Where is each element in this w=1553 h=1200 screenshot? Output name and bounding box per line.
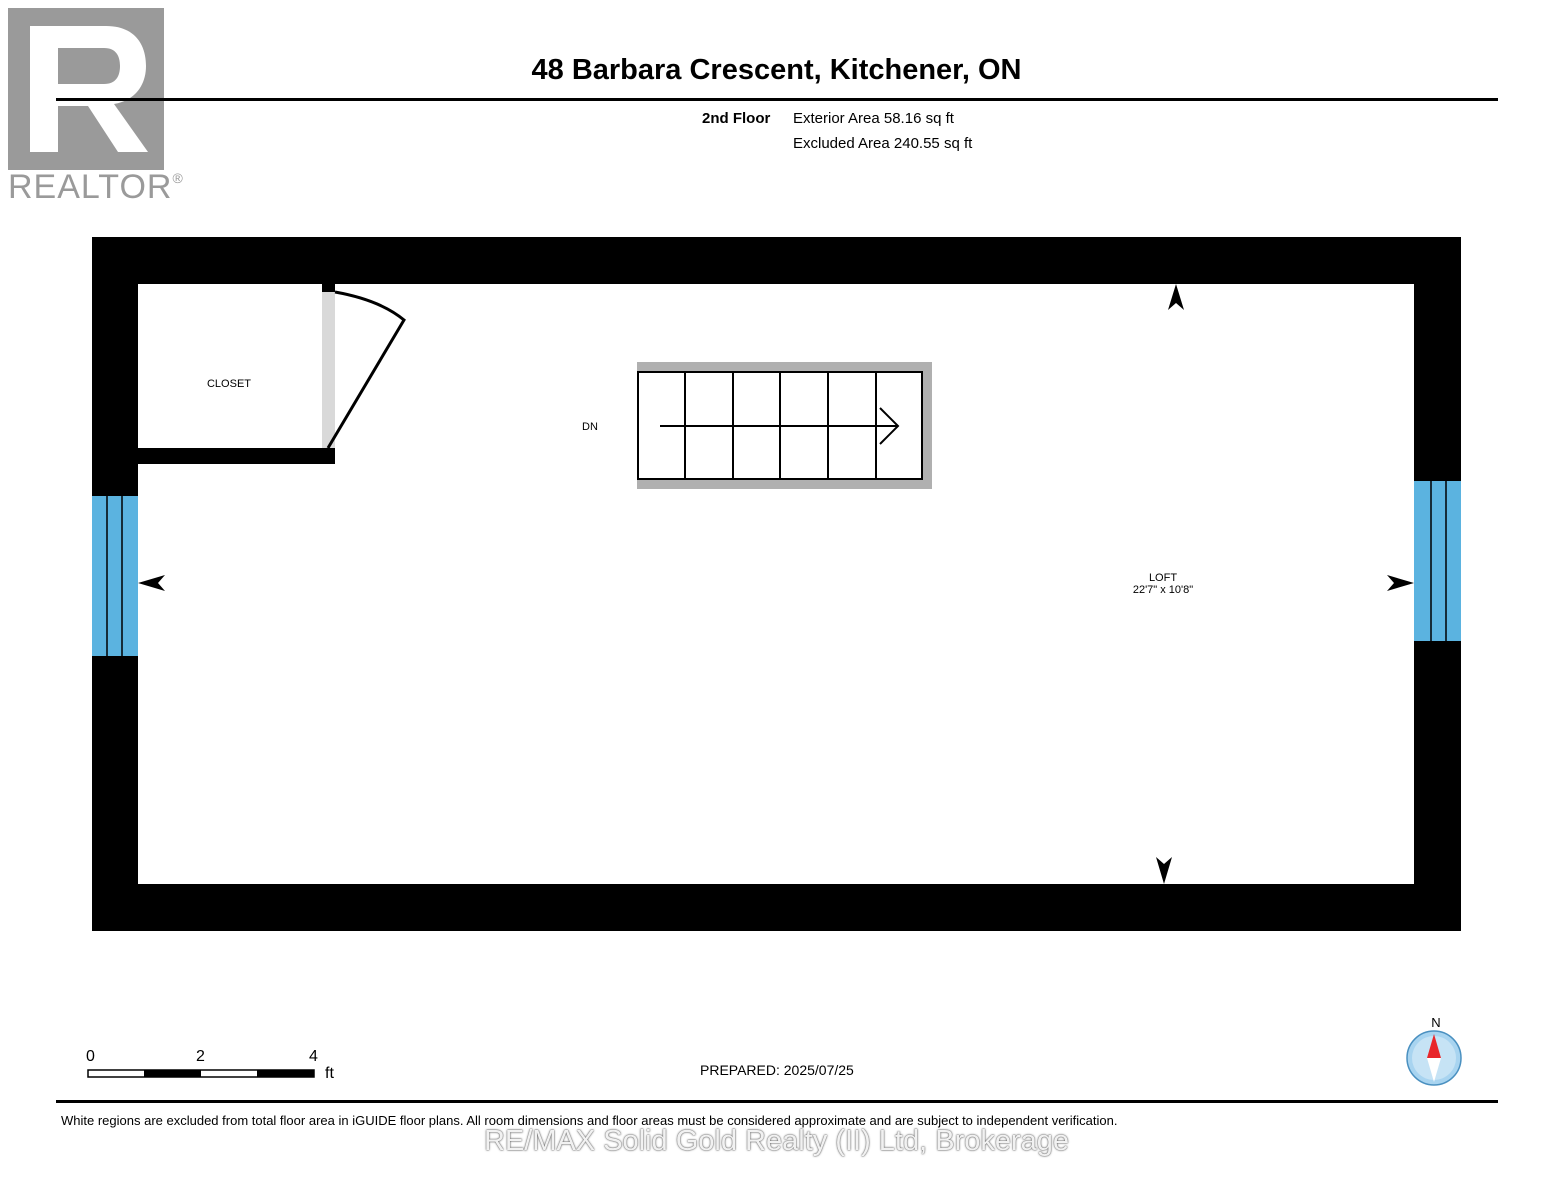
dimension-arrow-right <box>1387 575 1414 591</box>
scale-bar <box>87 1069 315 1078</box>
footer-rule <box>56 1100 1498 1103</box>
closet-door-frame <box>322 292 335 448</box>
realtor-logo-text: REALTOR® <box>8 168 184 206</box>
excluded-area: Excluded Area 240.55 sq ft <box>793 135 973 152</box>
compass-icon: N <box>1406 1015 1462 1086</box>
watermark: RE/MAX Solid Gold Realty (II) Ltd, Broke… <box>483 1125 1070 1157</box>
dimension-arrow-left <box>138 575 165 591</box>
closet-door-jamb <box>322 284 335 292</box>
window-left <box>92 496 138 656</box>
loft-label: LOFT <box>1149 572 1177 584</box>
exterior-area: Exterior Area 58.16 sq ft <box>793 110 954 127</box>
compass-north-label: N <box>1431 1015 1440 1030</box>
scale-label-4: 4 <box>309 1048 318 1065</box>
window-right <box>1414 481 1461 641</box>
scale-unit: ft <box>325 1065 334 1082</box>
realtor-logo <box>8 8 164 170</box>
loft-dimensions: 22'7" x 10'8" <box>1133 584 1193 596</box>
prepared-date: PREPARED: 2025/07/25 <box>700 1062 854 1078</box>
header-rule <box>56 98 1498 101</box>
floor-label: 2nd Floor <box>702 110 771 127</box>
page-title: 48 Barbara Crescent, Kitchener, ON <box>531 54 1022 86</box>
closet-wall-bottom <box>134 448 335 464</box>
closet-door <box>326 290 406 449</box>
disclaimer: White regions are excluded from total fl… <box>61 1113 1118 1128</box>
closet-label: CLOSET <box>207 378 251 390</box>
stairs-label: DN <box>582 421 598 433</box>
scale-label-0: 0 <box>86 1048 95 1065</box>
dimension-arrow-top <box>1168 284 1184 310</box>
stairs <box>637 362 932 489</box>
dimension-arrow-bottom <box>1156 857 1172 884</box>
closet-wall-left <box>134 284 138 464</box>
scale-label-2: 2 <box>196 1048 205 1065</box>
exterior-walls <box>92 237 1461 931</box>
